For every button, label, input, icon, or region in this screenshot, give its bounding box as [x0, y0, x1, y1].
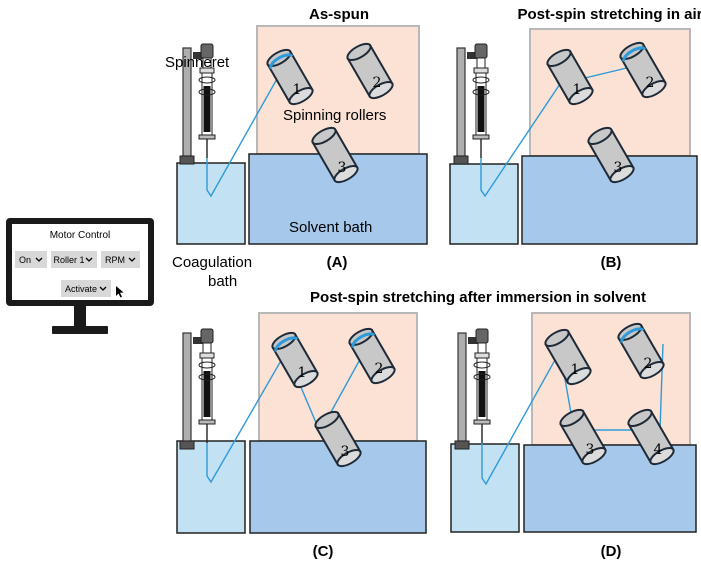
- solvent-bath-label: Solvent bath: [289, 219, 372, 236]
- panel-label-b: (B): [601, 254, 622, 271]
- panel-label-d: (D): [601, 543, 622, 560]
- roller-number-a-3: 3: [338, 160, 347, 176]
- roller-c-2: [345, 324, 399, 388]
- chevron-down-icon: [35, 257, 43, 262]
- coagulation-bath-c: [176, 440, 246, 534]
- chevron-down-icon: [99, 286, 107, 291]
- power-select[interactable]: On: [15, 251, 47, 268]
- fiber-a: [206, 69, 283, 198]
- roller-number-d-1: 1: [571, 362, 580, 378]
- title-stretch-solvent: Post-spin stretching after immersion in …: [310, 289, 646, 306]
- panel-d: 1 2 3 4: [450, 312, 697, 533]
- spinneret-label: Spinneret: [165, 54, 230, 71]
- svg-text:On: On: [19, 255, 31, 265]
- roller-select[interactable]: Roller 1: [51, 251, 97, 268]
- activate-button[interactable]: Activate: [61, 280, 111, 297]
- roller-number-a-1: 1: [293, 82, 302, 98]
- roller-number-a-2: 2: [373, 75, 382, 91]
- monitor-neck: [74, 306, 86, 326]
- roller-number-d-4: 4: [654, 442, 663, 458]
- panel-c: 1 2 3: [176, 312, 427, 534]
- panel-b: 1 2 3: [449, 28, 698, 245]
- roller-a-1: [263, 45, 317, 109]
- svg-text:Activate: Activate: [65, 284, 97, 294]
- svg-text:RPM: RPM: [105, 255, 125, 265]
- roller-b-2: [616, 38, 670, 102]
- roller-c-1: [268, 328, 322, 392]
- spinning-rollers-label: Spinning rollers: [283, 107, 386, 124]
- coagulation-bath-a: [176, 162, 246, 245]
- chevron-down-icon: [85, 257, 93, 262]
- monitor-stand: [52, 326, 108, 334]
- motor-control-monitor: Motor Control On Roller 1 RPM Activate: [6, 218, 154, 334]
- roller-d-2: [614, 319, 668, 383]
- roller-number-d-2: 2: [644, 356, 653, 372]
- title-as-spun: As-spun: [309, 6, 369, 23]
- roller-number-b-3: 3: [614, 160, 623, 176]
- coagulation-label: Coagulation: [172, 254, 252, 271]
- spinneret-b: [453, 43, 490, 165]
- spinneret-c: [179, 328, 216, 450]
- roller-number-c-3: 3: [341, 444, 350, 460]
- spinneret-d: [454, 328, 491, 450]
- cursor-arrow-icon: [116, 286, 124, 298]
- coagulation-bath-b: [449, 163, 519, 245]
- title-stretch-air: Post-spin stretching in air: [517, 6, 701, 23]
- coagulation-bath-d: [450, 443, 520, 533]
- roller-number-b-2: 2: [646, 75, 655, 91]
- unit-select[interactable]: RPM: [101, 251, 140, 268]
- svg-text:Roller 1: Roller 1: [53, 255, 84, 265]
- roller-number-c-2: 2: [375, 361, 384, 377]
- roller-number-c-1: 1: [298, 365, 307, 381]
- panel-a: 1 2 3: [176, 25, 428, 245]
- roller-number-b-1: 1: [573, 82, 582, 98]
- panel-label-c: (C): [313, 543, 334, 560]
- roller-number-d-3: 3: [586, 442, 595, 458]
- motor-control-title: Motor Control: [50, 230, 111, 241]
- coagulation-bath-label: bath: [208, 273, 237, 290]
- chevron-down-icon: [128, 257, 136, 262]
- panel-label-a: (A): [327, 254, 348, 271]
